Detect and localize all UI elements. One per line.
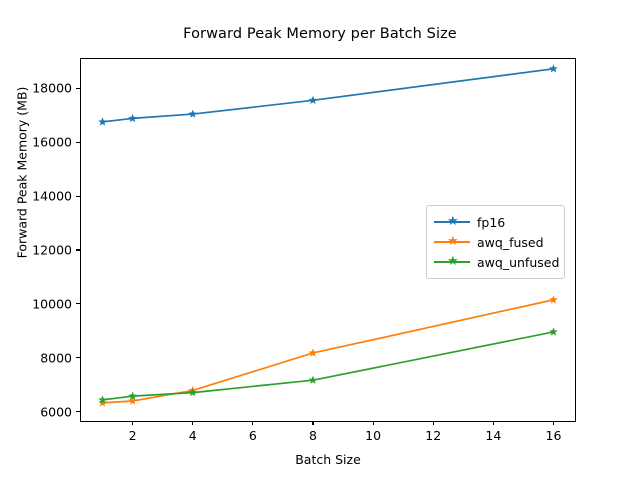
- data-point-awq_unfused-4: [188, 388, 198, 397]
- data-point-awq_fused-16: [549, 295, 558, 304]
- data-point-fp16-8: [308, 95, 318, 105]
- data-point-awq_unfused-16: [549, 327, 558, 336]
- chart-title: Forward Peak Memory per Batch Size: [183, 26, 457, 42]
- star-marker-icon: ★: [447, 214, 459, 229]
- legend-line-icon: [434, 221, 470, 223]
- y-tick-label: 16000: [32, 134, 72, 150]
- legend-swatch-awq-fused: ★: [434, 235, 470, 249]
- x-tick-mark: [132, 421, 134, 425]
- x-tick-label: 16: [545, 428, 562, 443]
- legend-line-icon: [434, 241, 470, 243]
- x-tick-mark: [372, 421, 374, 425]
- legend: ★ fp16 ★ awq_fused ★ awq_unfused: [426, 205, 565, 279]
- plot-area: [80, 58, 576, 422]
- y-tick-label: 6000: [40, 404, 72, 420]
- y-tick-mark: [76, 87, 80, 89]
- y-tick-label: 10000: [32, 296, 72, 312]
- data-point-fp16-2: [128, 113, 137, 123]
- series-line-fp16: [102, 67, 554, 123]
- data-point-awq_fused-1: [98, 398, 107, 407]
- y-tick-mark: [76, 357, 80, 359]
- x-tick-mark: [252, 421, 254, 425]
- data-point-awq_fused-2: [128, 396, 137, 405]
- data-point-awq_unfused-1: [98, 395, 107, 404]
- x-tick-label: 8: [308, 428, 317, 443]
- legend-label-2: awq_unfused: [477, 254, 560, 270]
- series-canvas: [98, 64, 558, 407]
- data-point-fp16-16: [549, 64, 558, 73]
- data-point-fp16-1: [98, 117, 107, 126]
- y-tick-mark: [76, 249, 80, 251]
- x-tick-label: 10: [365, 428, 382, 443]
- star-marker-icon: ★: [447, 254, 459, 269]
- x-tick-label: 2: [128, 428, 137, 443]
- data-point-awq_unfused-8: [308, 375, 318, 384]
- y-tick-label: 12000: [32, 242, 72, 258]
- legend-line-icon: [434, 261, 470, 263]
- x-tick-mark: [312, 421, 314, 425]
- y-tick-mark: [76, 411, 80, 413]
- series-line-awq_fused: [102, 299, 554, 404]
- x-tick-mark: [492, 421, 494, 425]
- legend-swatch-awq-unfused: ★: [434, 255, 470, 269]
- x-axis-label: Batch Size: [295, 452, 361, 467]
- legend-item-0[interactable]: ★ fp16: [434, 212, 557, 232]
- legend-label-1: awq_fused: [477, 234, 544, 250]
- y-tick-mark: [76, 141, 80, 143]
- y-tick-label: 8000: [40, 350, 72, 366]
- x-tick-mark: [192, 421, 194, 425]
- data-point-fp16-4: [188, 109, 198, 118]
- series-line-awq_unfused: [102, 331, 554, 401]
- x-tick-mark: [432, 421, 434, 425]
- data-point-awq_unfused-2: [128, 391, 137, 400]
- star-marker-icon: ★: [447, 234, 459, 249]
- legend-item-1[interactable]: ★ awq_fused: [434, 232, 557, 252]
- x-tick-label: 4: [188, 428, 197, 443]
- y-tick-label: 14000: [32, 188, 72, 204]
- y-tick-mark: [76, 195, 80, 197]
- x-tick-label: 14: [485, 428, 502, 443]
- y-tick-mark: [76, 303, 80, 305]
- x-tick-label: 6: [248, 428, 257, 443]
- y-tick-label: 18000: [32, 80, 72, 96]
- legend-swatch-fp16: ★: [434, 215, 470, 229]
- x-tick-label: 12: [425, 428, 442, 443]
- legend-item-2[interactable]: ★ awq_unfused: [434, 252, 560, 272]
- data-point-awq_fused-8: [308, 348, 318, 357]
- x-tick-mark: [552, 421, 555, 425]
- plot-inner: [81, 59, 575, 421]
- legend-label-0: fp16: [477, 214, 506, 230]
